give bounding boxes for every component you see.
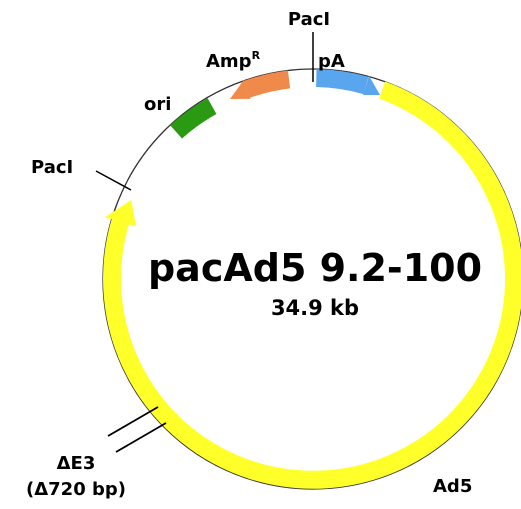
pa-arrowhead [363,75,380,95]
pa-arrow [315,69,369,95]
delta-e3-detail-label: (Δ720 bp) [26,479,126,500]
ampr-label-superscript: R [252,49,261,62]
paci-top-label: PacI [288,9,330,30]
delta-e3-marker-2 [115,422,167,453]
ad5-arrowhead [105,200,136,227]
delta-e3-marker-1 [107,406,159,437]
delta-e3-label: ΔE3 [57,453,96,474]
plasmid-size: 34.9 kb [271,296,359,320]
plasmid-name: pacAd5 9.2-100 [148,246,482,290]
paci-left-marker [95,170,132,191]
ad5-label: Ad5 [433,476,472,497]
ampr-label: AmpR [206,49,261,72]
ad5-arc [103,81,521,489]
ampr-arrow [244,70,291,98]
ampr-arrowhead [230,80,251,99]
ampr-label-main: Amp [206,51,252,72]
pa-label: pA [318,51,345,72]
ori-label: ori [144,94,171,115]
ori-box [169,98,217,139]
paci-left-label: PacI [31,157,73,178]
